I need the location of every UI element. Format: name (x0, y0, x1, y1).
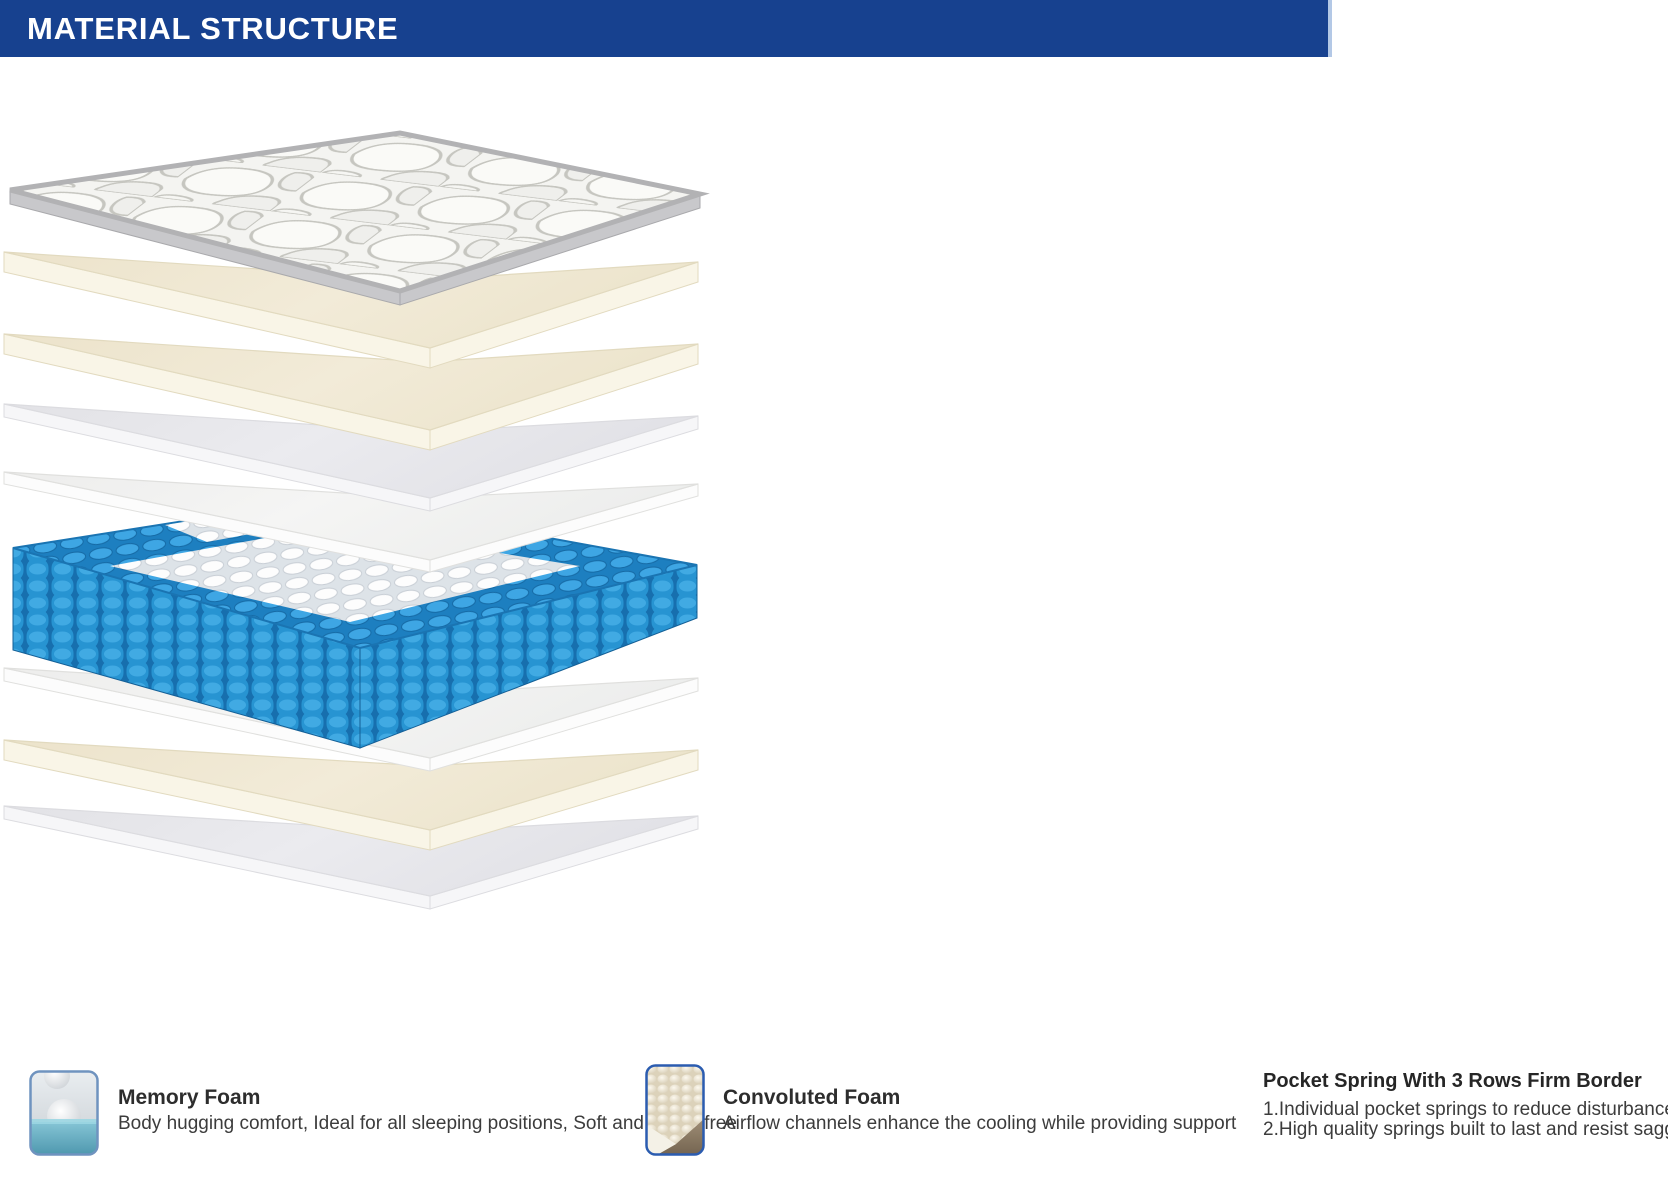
layer-pocket-spring (12, 496, 698, 749)
memory-foam-icon (29, 1070, 99, 1156)
layer-cotton-felt-upper (3, 471, 699, 573)
feature-description: Body hugging comfort, Ideal for all slee… (118, 1113, 737, 1134)
feature-line-2: 2.High quality springs built to last and… (1263, 1119, 1668, 1140)
layer-anti-mite-non-woven-fabric (3, 403, 699, 512)
layer-comfort-foam-1-5cm (3, 333, 699, 451)
convoluted-foam-icon (645, 1064, 705, 1156)
feature-description: Airflow channels enhance the cooling whi… (723, 1113, 1237, 1134)
header-banner: MATERIAL STRUCTURE (0, 0, 1332, 57)
layer-quilted-jacquard-fabric (9, 130, 710, 306)
layer-anti-mite-knitting-fabric (3, 805, 699, 910)
feature-title: Memory Foam (118, 1086, 261, 1109)
layer-soft-foam-1cm (3, 251, 699, 369)
page-title: MATERIAL STRUCTURE (27, 11, 399, 46)
layer-soft-foam-0-8cm (3, 739, 699, 851)
feature-line-1: 1.Individual pocket springs to reduce di… (1263, 1099, 1668, 1120)
feature-title: Convoluted Foam (723, 1086, 901, 1109)
feature-title: Pocket Spring With 3 Rows Firm Border (1263, 1070, 1642, 1092)
